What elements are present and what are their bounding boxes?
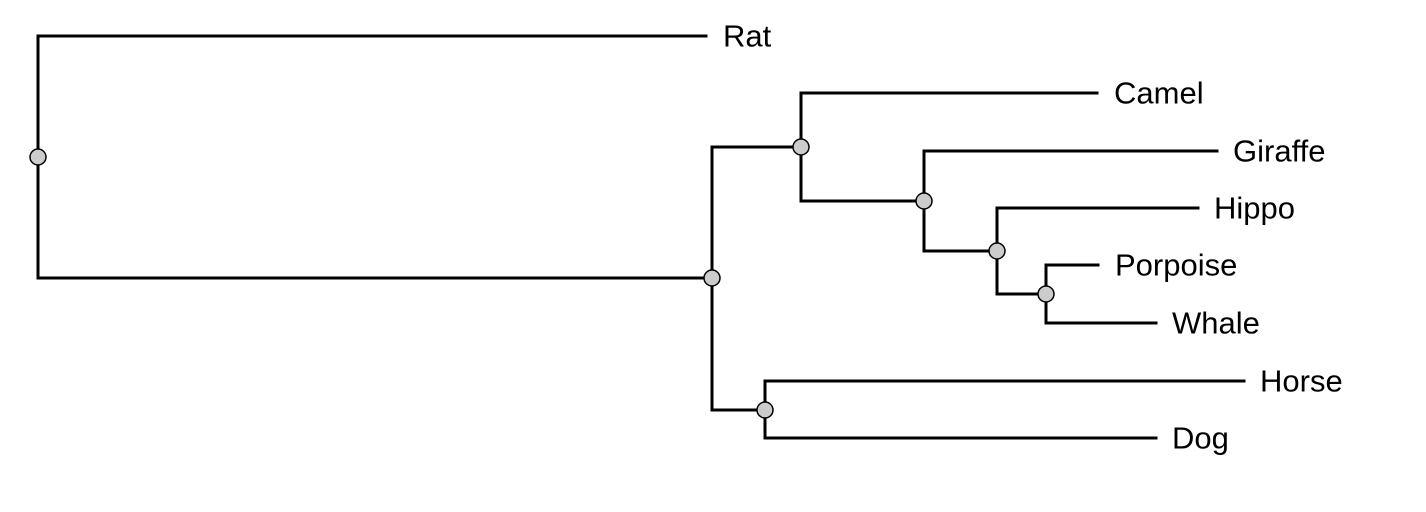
branch-clade-giraffe [922,149,1219,253]
node-root[interactable] [29,148,47,166]
leaf-label-giraffe[interactable]: Giraffe [1233,134,1325,169]
node-clade-main[interactable] [703,269,721,287]
leaf-label-horse[interactable]: Horse [1260,364,1343,399]
tree-nodes [29,138,1055,419]
leaf-label-porpoise[interactable]: Porpoise [1115,248,1237,283]
node-clade-horse-dog[interactable] [756,401,774,419]
leaf-label-dog[interactable]: Dog [1172,421,1229,456]
branch-clade-main [710,145,803,412]
leaf-label-camel[interactable]: Camel [1114,76,1204,111]
node-clade-camel[interactable] [792,138,810,156]
leaf-labels: Rat Camel Giraffe Hippo Porpoise Whale H… [723,19,1343,456]
leaf-label-rat[interactable]: Rat [723,19,772,54]
node-clade-hippo[interactable] [988,242,1006,260]
leaf-label-whale[interactable]: Whale [1172,306,1260,341]
node-clade-cetacea[interactable] [1037,285,1055,303]
branch-root [36,34,714,280]
leaf-label-hippo[interactable]: Hippo [1214,191,1295,226]
tree-branches [36,34,1246,440]
node-clade-giraffe[interactable] [915,192,933,210]
branch-clade-camel [799,91,1099,203]
